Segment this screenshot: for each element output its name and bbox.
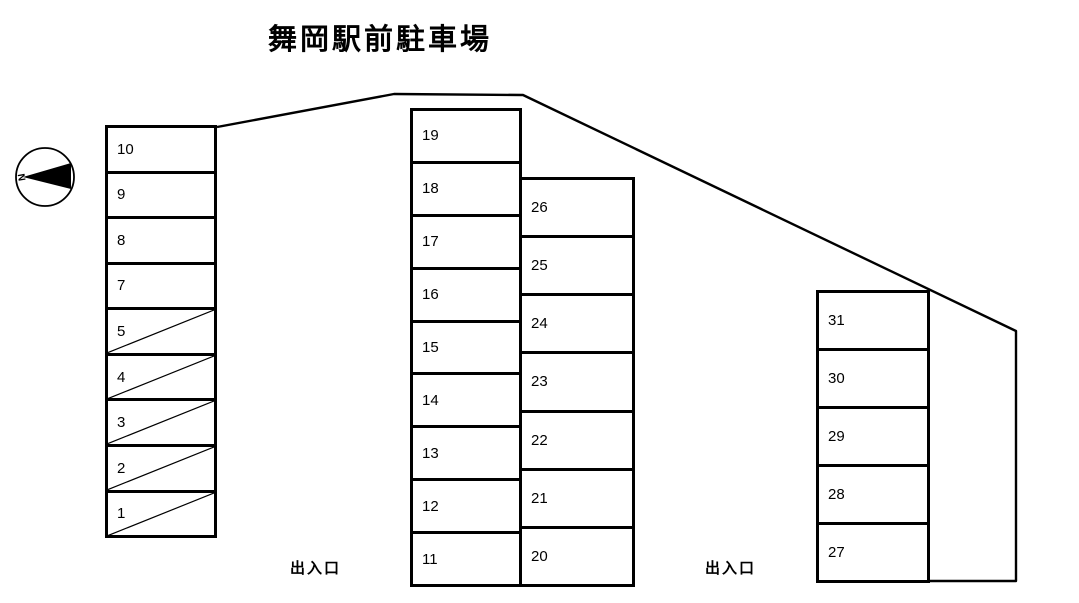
space-number: 13: [422, 444, 439, 462]
parking-space-15: 15: [410, 319, 522, 376]
parking-space-8: 8: [105, 216, 217, 265]
space-number: 31: [828, 312, 845, 329]
crossed-out-line: [108, 401, 214, 444]
space-number: 17: [422, 233, 439, 251]
parking-space-29: 29: [816, 406, 930, 467]
space-number: 5: [117, 323, 126, 341]
parking-space-12: 12: [410, 478, 522, 535]
parking-space-28: 28: [816, 464, 930, 525]
parking-space-3: 3: [105, 398, 217, 447]
space-number: 19: [422, 127, 439, 145]
parking-space-1: 1: [105, 489, 217, 539]
space-number: 15: [422, 339, 439, 356]
space-number: 22: [531, 431, 548, 449]
parking-column-middle-right: 26 25 24 23 22 21 20: [519, 177, 635, 587]
parking-space-2: 2: [105, 443, 217, 493]
parking-space-26: 26: [519, 177, 635, 239]
crossed-out-line: [108, 356, 214, 399]
crossed-out-line: [108, 447, 214, 490]
entrance-exit-label-left: 出入口: [290, 560, 342, 577]
parking-space-14: 14: [410, 372, 522, 429]
entrance-exit-label-right: 出入口: [705, 560, 757, 577]
space-number: 24: [531, 315, 548, 333]
space-number: 25: [531, 257, 548, 275]
parking-space-19: 19: [410, 108, 522, 164]
space-number: 7: [117, 277, 126, 295]
space-number: 21: [531, 489, 548, 507]
space-number: 8: [117, 231, 126, 249]
page-title: 舞岡駅前駐車場: [268, 24, 493, 56]
parking-space-5: 5: [105, 307, 217, 356]
parking-space-18: 18: [410, 160, 522, 217]
space-number: 3: [117, 414, 126, 432]
parking-space-16: 16: [410, 266, 522, 323]
space-number: 30: [828, 370, 845, 387]
parking-column-middle-left: 19 18 17 16 15 14 13 12 11: [410, 108, 522, 588]
parking-space-7: 7: [105, 261, 217, 311]
parking-space-21: 21: [519, 467, 635, 529]
parking-space-4: 4: [105, 352, 217, 402]
space-number: 11: [422, 550, 438, 568]
north-arrow: [23, 163, 71, 189]
parking-space-23: 23: [519, 351, 635, 413]
space-number: 12: [422, 497, 439, 515]
parking-space-17: 17: [410, 213, 522, 270]
parking-space-31: 31: [816, 290, 930, 351]
crossed-out-line: [108, 493, 214, 536]
parking-space-11: 11: [410, 531, 522, 588]
space-number: 14: [422, 391, 439, 409]
space-number: 28: [828, 486, 845, 503]
compass-north-icon: N: [15, 147, 75, 207]
parking-space-10: 10: [105, 125, 217, 174]
parking-space-27: 27: [816, 522, 930, 583]
space-number: 9: [117, 186, 126, 204]
parking-space-25: 25: [519, 235, 635, 297]
space-number: 18: [422, 180, 439, 198]
space-number: 23: [531, 373, 548, 391]
parking-space-22: 22: [519, 409, 635, 471]
space-number: 26: [531, 199, 548, 217]
space-number: 10: [117, 140, 134, 158]
space-number: 1: [117, 505, 126, 523]
parking-space-13: 13: [410, 425, 522, 482]
space-number: 4: [117, 368, 126, 386]
crossed-out-line: [108, 310, 214, 353]
parking-space-30: 30: [816, 348, 930, 409]
space-number: 16: [422, 286, 439, 304]
space-number: 27: [828, 544, 845, 561]
parking-column-right: 31 30 29 28 27: [816, 290, 930, 583]
space-number: 2: [117, 459, 126, 477]
parking-space-20: 20: [519, 525, 635, 587]
parking-space-24: 24: [519, 293, 635, 355]
north-label: N: [16, 173, 28, 182]
parking-column-left: 10 9 8 7 5 4 3 2 1: [105, 125, 217, 539]
parking-space-9: 9: [105, 170, 217, 220]
space-number: 20: [531, 547, 548, 565]
space-number: 29: [828, 428, 845, 445]
